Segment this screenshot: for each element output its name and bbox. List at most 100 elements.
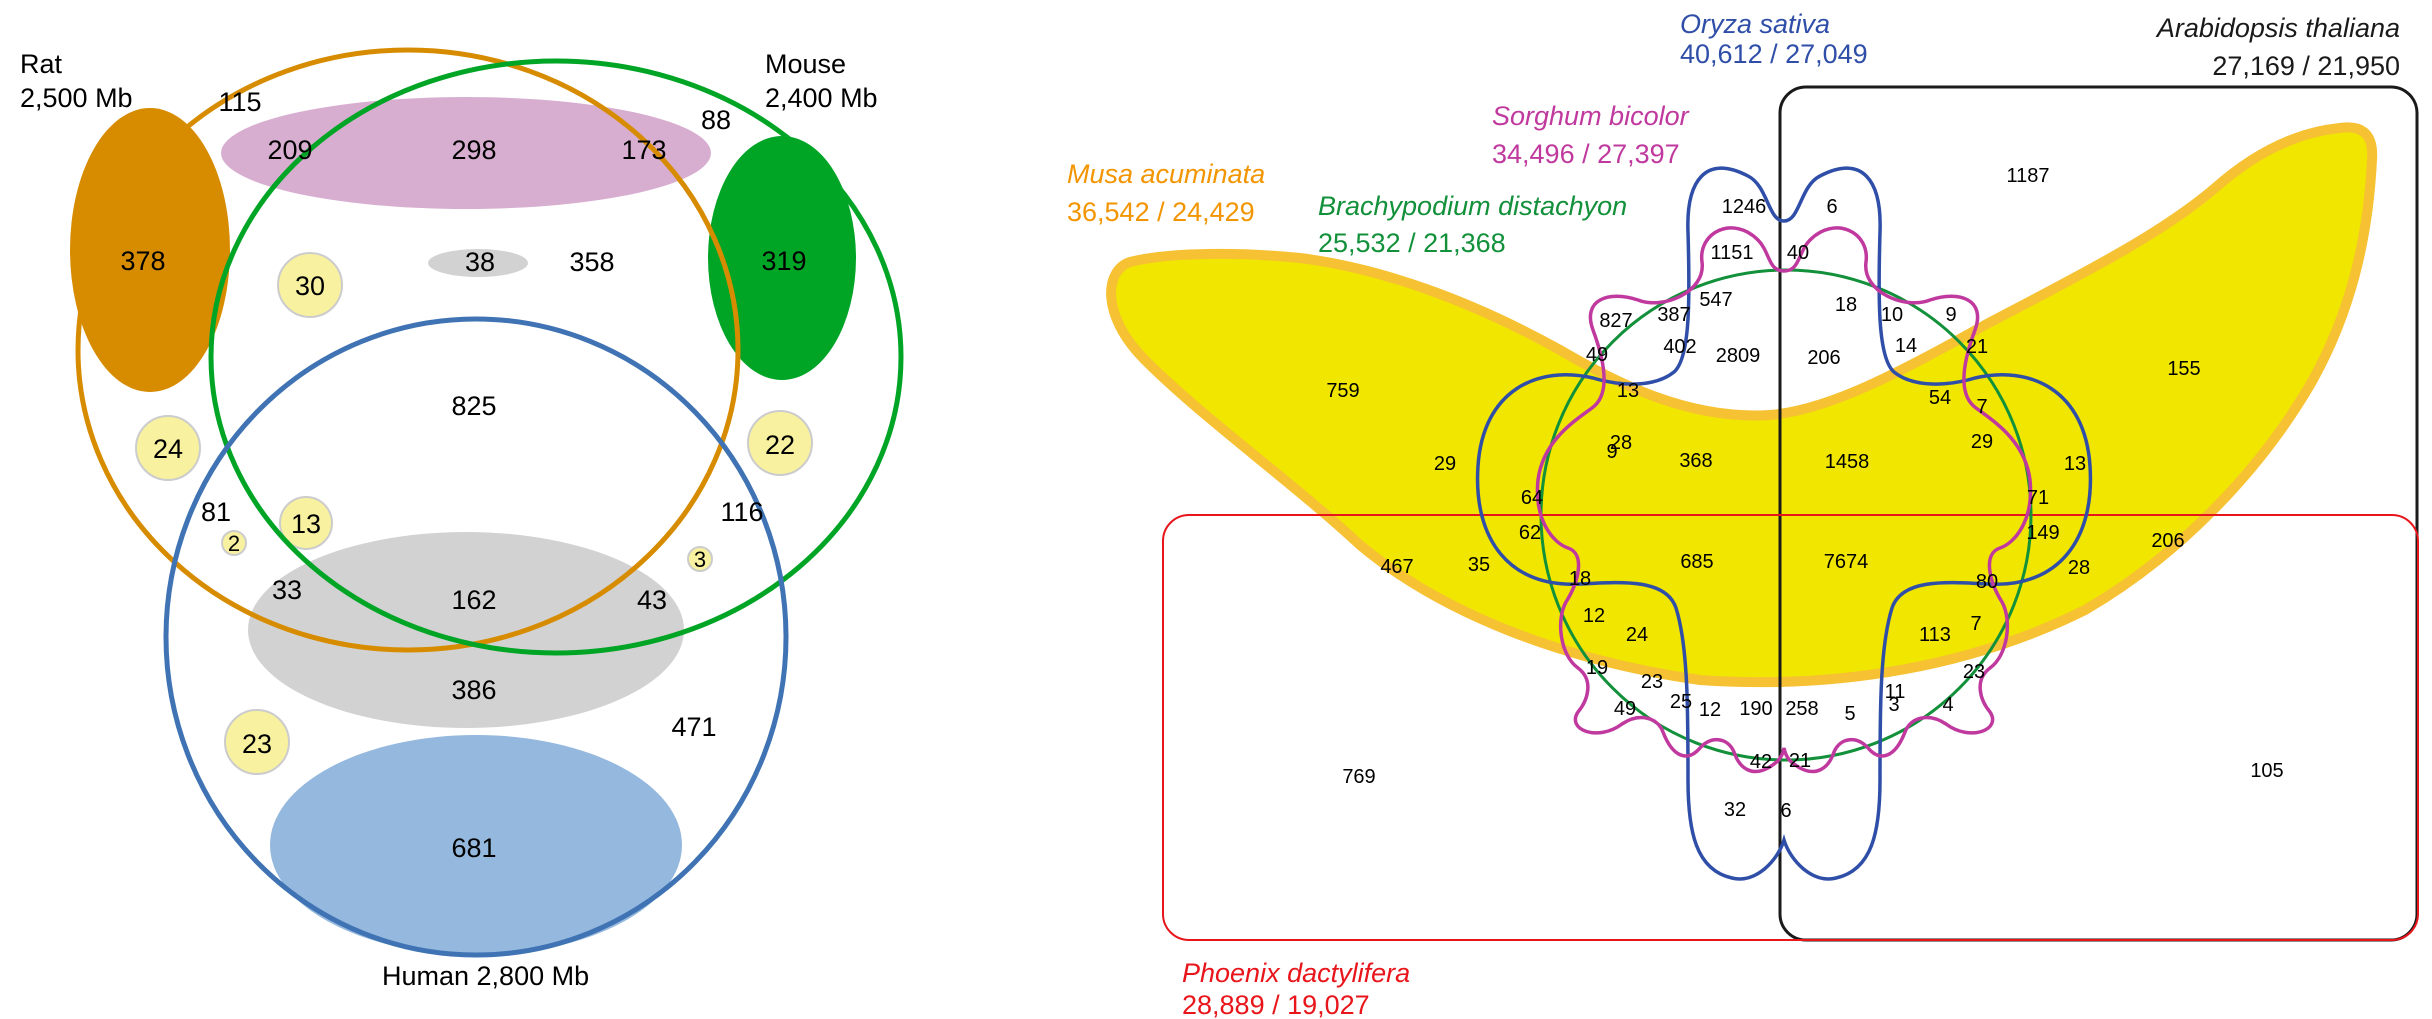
count-rat-mouse: 358 (569, 247, 614, 277)
region-count: 49 (1614, 698, 1636, 720)
blue-blob (270, 735, 682, 955)
region-count: 190 (1739, 698, 1772, 720)
region-count: 685 (1680, 551, 1713, 573)
count-gray-rat: 33 (272, 575, 302, 605)
oryza-counts: 40,612 / 27,049 (1680, 39, 1868, 69)
yellow-circle-23 (224, 709, 290, 775)
region-count: 3 (1888, 694, 1899, 716)
region-count: 7674 (1824, 551, 1869, 573)
region-count: 1458 (1825, 451, 1870, 473)
region-count: 387 (1657, 304, 1690, 326)
region-count: 29 (1434, 453, 1456, 475)
region-count: 32 (1724, 799, 1746, 821)
region-count: 54 (1929, 387, 1951, 409)
rat-size: 2,500 Mb (20, 83, 133, 113)
count-yellow-30: 30 (295, 271, 325, 301)
region-count: 23 (1641, 671, 1663, 693)
small-gray-blob (428, 249, 528, 277)
rat-only-blob (70, 108, 230, 392)
region-count: 12 (1699, 699, 1721, 721)
yellow-circle-22 (747, 410, 813, 476)
region-count: 9 (1606, 441, 1617, 463)
region-count: 6 (1780, 800, 1791, 822)
region-count: 35 (1468, 554, 1490, 576)
sorghum-counts: 34,496 / 27,397 (1492, 139, 1680, 169)
arabidopsis-counts: 27,169 / 21,950 (2212, 51, 2400, 81)
count-rat-human: 81 (201, 497, 231, 527)
region-count: 155 (2167, 358, 2200, 380)
region-count: 40 (1787, 242, 1809, 264)
yellow-circle-13 (279, 496, 333, 550)
count-mouse-only: 88 (701, 105, 731, 135)
brachypodium-name: Brachypodium distachyon (1318, 191, 1627, 221)
oryza-name: Oryza sativa (1680, 9, 1830, 39)
region-count: 62 (1519, 522, 1541, 544)
count-yellow-2: 2 (228, 531, 240, 556)
gray-blob (248, 532, 684, 728)
count-yellow-22: 22 (765, 430, 795, 460)
region-count: 1151 (1710, 242, 1753, 264)
musa-name: Musa acuminata (1067, 159, 1265, 189)
region-count: 113 (1919, 624, 1951, 646)
phoenix-name: Phoenix dactylifera (1182, 958, 1410, 988)
sorghum-shape (1535, 226, 2033, 774)
count-yellow-13: 13 (291, 509, 321, 539)
count-small-gray: 38 (465, 247, 495, 277)
count-yellow-24: 24 (153, 434, 183, 464)
region-count: 368 (1679, 450, 1712, 472)
yellow-circle-3 (687, 546, 713, 572)
region-count: 14 (1895, 335, 1917, 357)
region-count: 42 (1750, 751, 1772, 773)
yellow-circle-2 (221, 530, 247, 556)
region-count: 18 (1835, 294, 1857, 316)
region-count: 467 (1380, 556, 1413, 578)
region-count: 769 (1342, 766, 1375, 788)
mouse-only-blob (708, 136, 856, 380)
region-count: 49 (1586, 344, 1608, 366)
venn-rat-mouse-human: Rat 2,500 Mb Mouse 2,400 Mb Human 2,800 … (20, 47, 904, 991)
brachypodium-counts: 25,532 / 21,368 (1318, 228, 1506, 258)
count-purple-both: 298 (451, 135, 496, 165)
region-count: 1187 (2006, 165, 2049, 187)
region-count: 10 (1881, 304, 1903, 326)
count-purple-mouse: 173 (621, 135, 666, 165)
venn-six-plants: Oryza sativa 40,612 / 27,049 Arabidopsis… (1067, 9, 2419, 1019)
region-count: 149 (2026, 522, 2059, 544)
region-count: 13 (1617, 380, 1639, 402)
region-count: 206 (2151, 530, 2184, 552)
count-mouse-only-blob: 319 (761, 246, 806, 276)
count-yellow-23: 23 (242, 729, 272, 759)
count-gray-human: 386 (451, 675, 496, 705)
count-mouse-human: 116 (720, 497, 763, 527)
sorghum-name: Sorghum bicolor (1492, 101, 1690, 131)
region-count: 64 (1521, 487, 1543, 509)
region-count: 7 (1970, 613, 1981, 635)
region-count: 2809 (1716, 345, 1761, 367)
mouse-size: 2,400 Mb (765, 83, 878, 113)
human-outline (163, 316, 789, 958)
region-count: 23 (1963, 661, 1985, 683)
region-count: 21 (1789, 750, 1811, 772)
region-count: 12 (1583, 605, 1605, 627)
region-count: 4 (1942, 694, 1953, 716)
yellow-circle-30 (277, 252, 343, 318)
region-count: 5 (1844, 703, 1855, 725)
phoenix-counts: 28,889 / 19,027 (1182, 990, 1370, 1019)
count-gray-mouse: 43 (637, 585, 667, 615)
musa-counts: 36,542 / 24,429 (1067, 197, 1255, 227)
region-count: 402 (1663, 336, 1696, 358)
region-count: 759 (1326, 380, 1359, 402)
count-rat-only: 115 (218, 87, 261, 117)
count-human-only: 471 (671, 712, 716, 742)
count-gray-center: 162 (451, 585, 496, 615)
mouse-label: Mouse (765, 49, 846, 79)
region-count: 80 (1976, 571, 1998, 593)
count-center: 825 (451, 391, 496, 421)
phoenix-rect (1162, 514, 2419, 941)
yellow-circle-24 (135, 415, 201, 481)
region-count: 29 (1971, 431, 1993, 453)
mouse-outline (208, 58, 904, 656)
region-count: 9 (1945, 304, 1956, 326)
region-count: 7 (1976, 396, 1987, 418)
